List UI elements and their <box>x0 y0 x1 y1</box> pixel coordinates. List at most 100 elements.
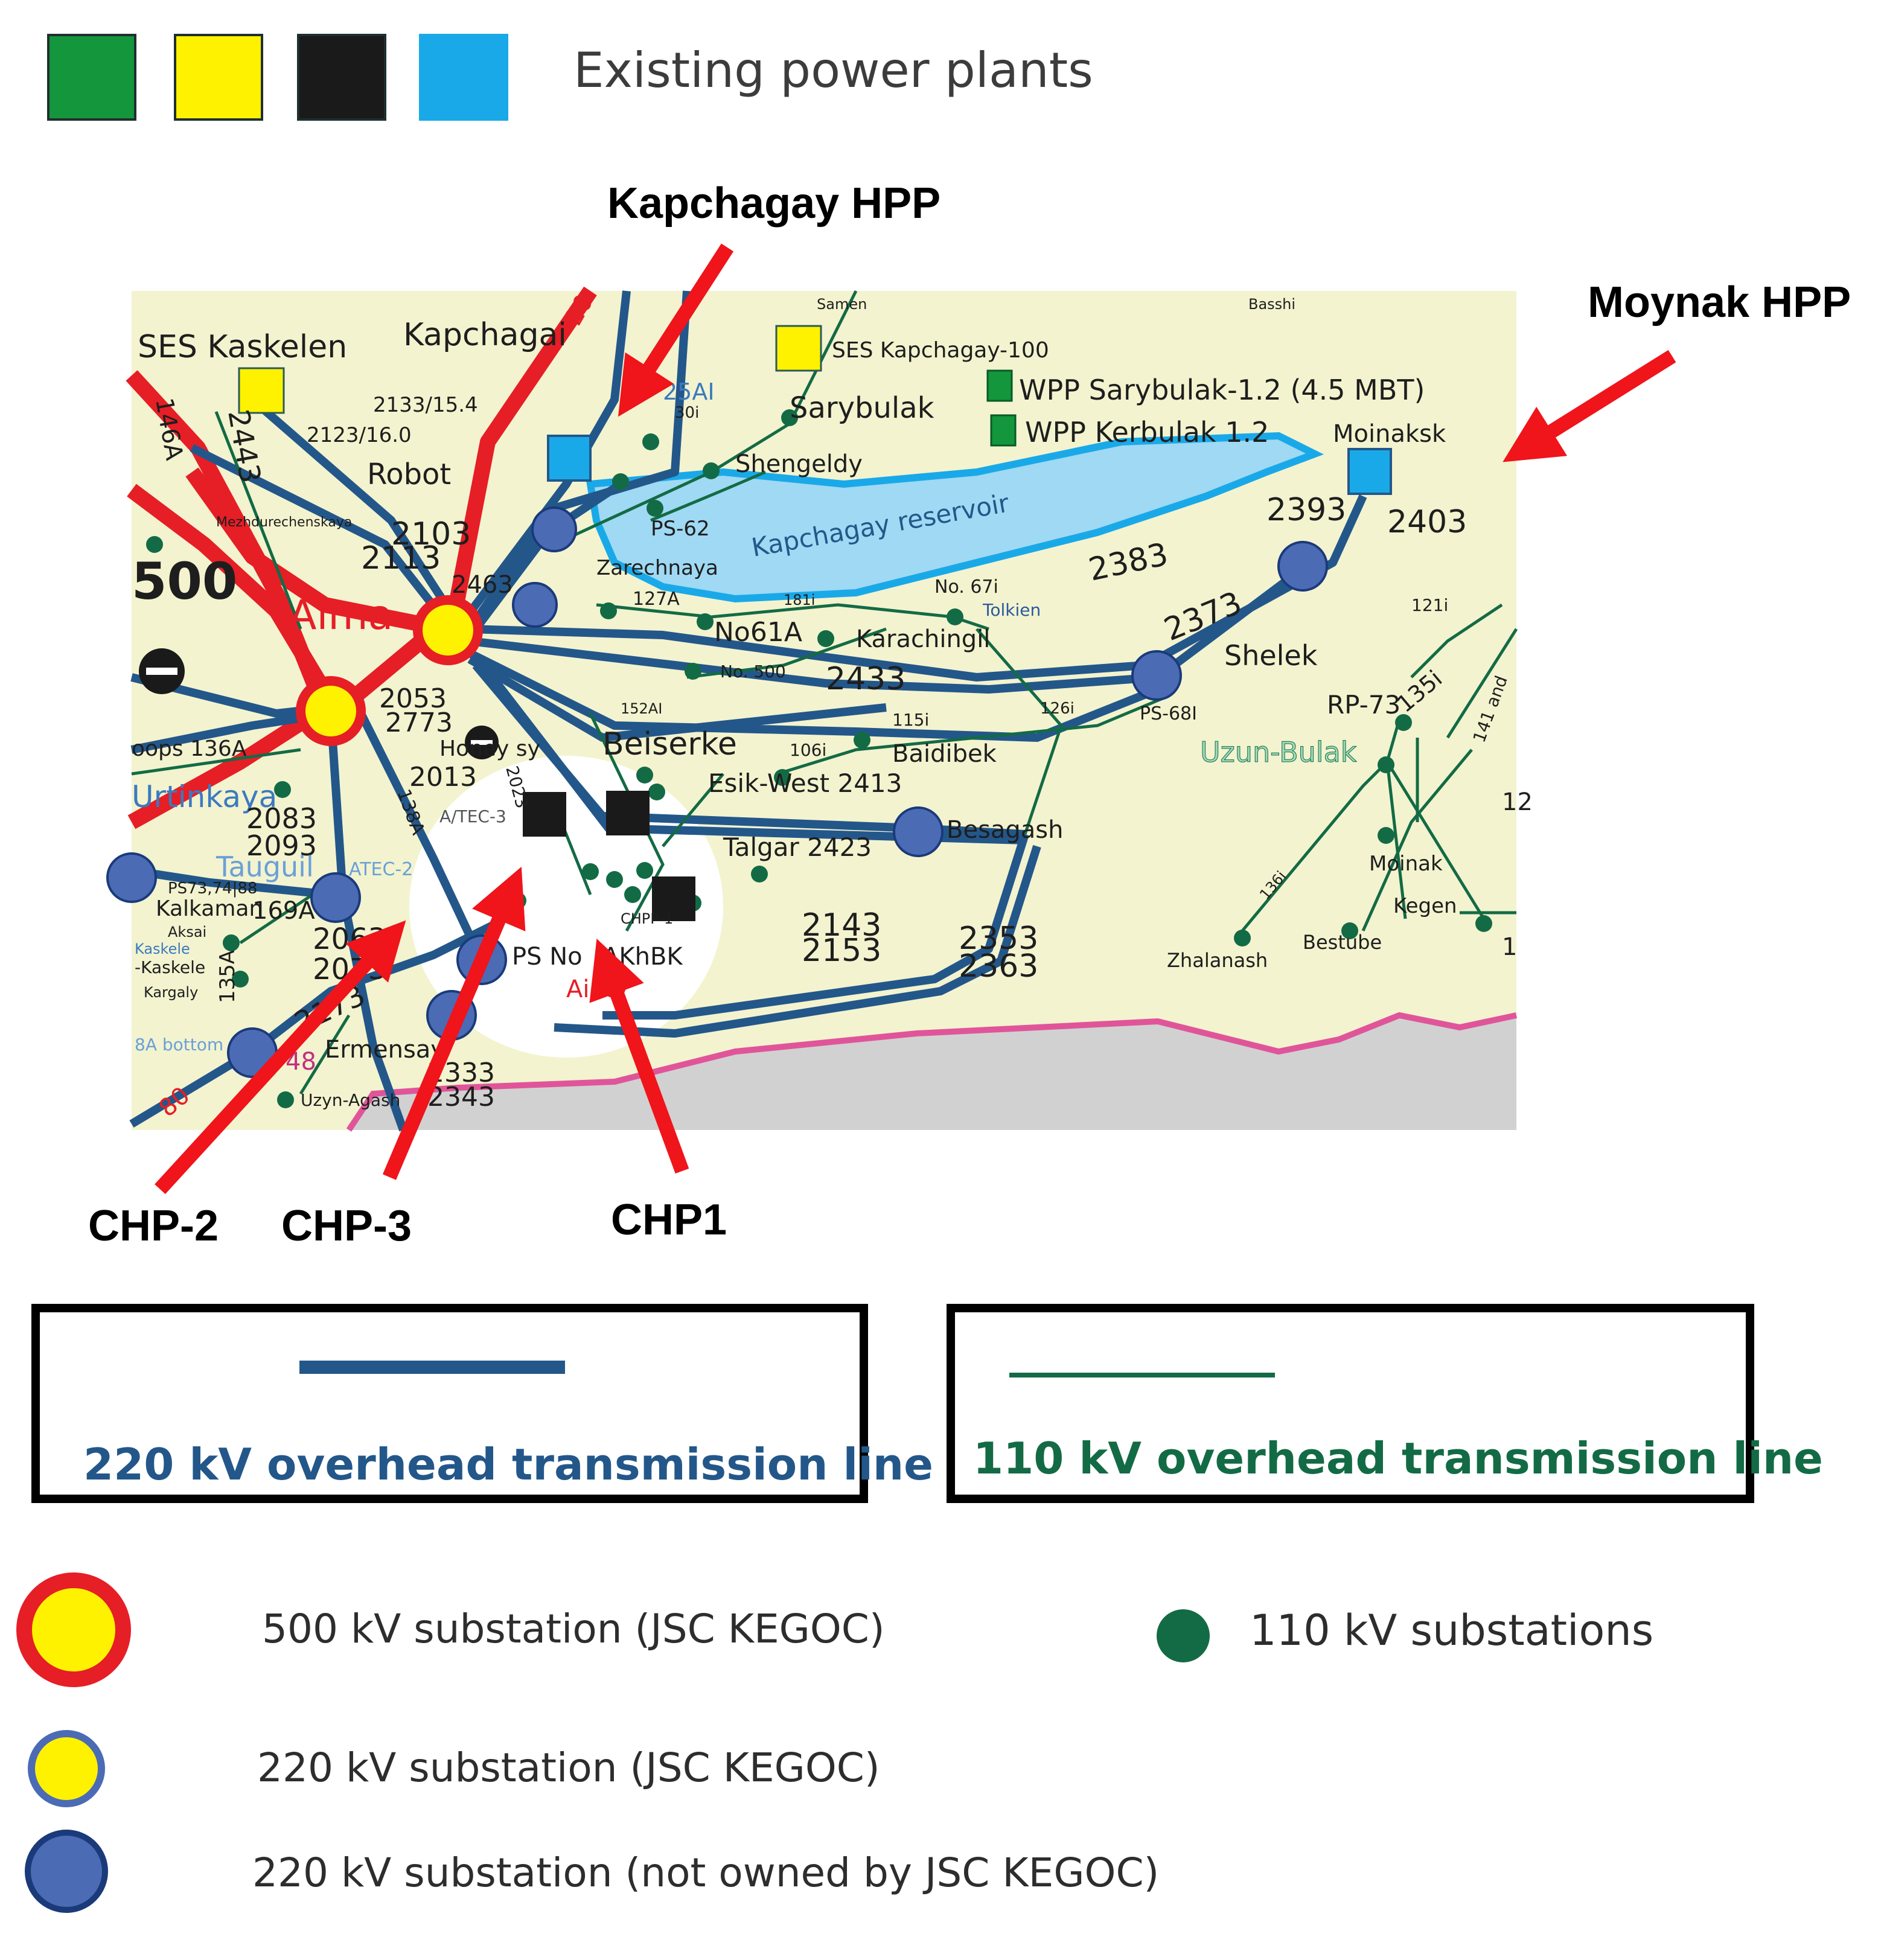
map-label: Beiserke <box>602 726 737 762</box>
map-label: Mezhdurechenskaya <box>216 515 352 530</box>
substation-110kv <box>781 409 798 426</box>
substation-220kv-tauguil <box>310 872 361 923</box>
line-110kv <box>596 603 989 631</box>
substation-110kv <box>1378 756 1394 773</box>
map-label: 2133/15.4 <box>373 393 478 417</box>
substation-110kv <box>1475 915 1492 932</box>
arrow-chp3 <box>382 866 526 1180</box>
map-label: 181i <box>784 592 815 608</box>
map-label: 106i <box>790 740 826 760</box>
line-110kv <box>214 411 302 630</box>
substation-110kv <box>606 871 623 888</box>
map-label: PS No <box>512 943 583 971</box>
substation-220kv-shelek <box>1131 650 1182 701</box>
map-label: 2363 <box>959 948 1038 985</box>
plant-chp2 <box>523 792 566 837</box>
substation-110kv <box>817 630 834 647</box>
map-label: No61A <box>714 617 802 648</box>
map-label: Baidibek <box>892 740 997 768</box>
legend-power-plants-label: Existing power plants <box>573 42 1093 98</box>
legend-220kv-label: 220 kV overhead transmission line <box>83 1439 934 1490</box>
legend-110kv-label: 110 kV substations <box>1250 1606 1654 1655</box>
substation-110kv <box>947 608 963 625</box>
line-220kv <box>602 832 1029 1020</box>
line-110kv <box>131 748 301 776</box>
callout-chp3: CHP-3 <box>281 1202 412 1250</box>
map-label: 2153 <box>802 933 881 969</box>
arrow-chp2 <box>155 920 406 1195</box>
map-label: ATEC-2 <box>349 859 413 880</box>
legend-220kv-other-label: 220 kV substation (not owned by JSC KEGO… <box>252 1850 1160 1896</box>
map-label: Shengeldy <box>735 450 863 478</box>
map-label: Karachingil <box>856 625 990 653</box>
map-label: 2393 <box>1266 492 1346 528</box>
legend-110kv-symbol <box>1157 1609 1210 1662</box>
line-500kv <box>185 467 447 637</box>
substation-110kv <box>582 863 599 880</box>
map-label: Uzyn-Agash <box>301 1090 400 1110</box>
line-110kv <box>650 470 766 522</box>
line-110kv <box>686 627 887 679</box>
map-label: Alma <box>289 592 393 639</box>
map-label: Tauguil <box>216 851 314 883</box>
map-label: 169A <box>252 897 315 925</box>
state-border <box>346 1012 1518 1132</box>
map-label: 121i <box>1411 595 1448 615</box>
map-label: PS-68I <box>1140 703 1197 724</box>
substation-500kv <box>296 676 366 746</box>
substation-110kv <box>636 862 653 879</box>
callout-moynak-hpp: Moynak HPP <box>1588 278 1851 327</box>
map-label: 12 <box>1502 788 1533 816</box>
legend-swatch-yellow <box>174 34 263 121</box>
line-220kv <box>469 565 1306 694</box>
line-220kv <box>130 866 331 899</box>
substation-110kv <box>1378 827 1394 844</box>
map-label: Kalkaman <box>156 896 263 921</box>
map-marker <box>471 740 493 745</box>
line-110kv <box>1446 628 1518 739</box>
substation-110kv <box>854 732 870 749</box>
grid-map: SES Kaskelen Kapchagai SES Kapchagay-100… <box>106 286 1533 1132</box>
plant-chp1 <box>652 876 695 921</box>
legend-110kv-label: 110 kV overhead transmission line <box>973 1433 1824 1484</box>
map-label: Shelek <box>1224 639 1318 672</box>
map-label: 152AI <box>621 700 662 717</box>
line-110kv <box>1361 749 1473 932</box>
map-label: CHPP-1 <box>621 910 673 927</box>
line-500kv <box>127 484 338 706</box>
map-label: Robot <box>367 458 451 491</box>
plant-kapchagay-hpp <box>547 435 592 482</box>
map-label: Uzun-Bulak <box>1200 736 1357 768</box>
substation-220kv-besagash <box>893 806 944 857</box>
map-label: 2773 <box>385 707 453 738</box>
line-110kv <box>777 694 1170 776</box>
line-110kv <box>299 1014 351 1095</box>
map-label: -Kaskele <box>135 957 205 977</box>
substation-110kv <box>612 473 629 490</box>
map-label: Kegen <box>1393 894 1457 918</box>
line-500kv <box>444 286 597 631</box>
arrow-chp1 <box>589 938 689 1174</box>
legend-220kv-other-symbol <box>25 1830 108 1913</box>
legend-220kv-kegoc-symbol <box>28 1730 105 1807</box>
map-label: 2143 <box>802 907 881 943</box>
map-label: RP-73 <box>1327 690 1400 720</box>
line-110kv <box>553 290 858 546</box>
map-label: Zhalanash <box>1167 949 1268 972</box>
line-110kv <box>589 712 665 932</box>
map-label: A/TEC-3 <box>439 806 506 826</box>
line-110kv <box>1410 603 1503 678</box>
map-label: 2403 <box>1387 504 1467 540</box>
mountain-area <box>349 1015 1516 1130</box>
map-label: Moinak <box>1369 852 1443 876</box>
substation-220kv-2393 <box>1277 541 1328 592</box>
substation-110kv <box>697 613 714 630</box>
map-label: No. 67i <box>934 576 998 598</box>
map-label: 1 <box>1502 933 1517 961</box>
line-110kv <box>239 893 314 945</box>
map-label: 2353 <box>959 921 1038 957</box>
map-label: Kapchagai <box>403 317 567 353</box>
substation-110kv <box>274 781 291 798</box>
map-label: 2123/16.0 <box>307 423 412 447</box>
